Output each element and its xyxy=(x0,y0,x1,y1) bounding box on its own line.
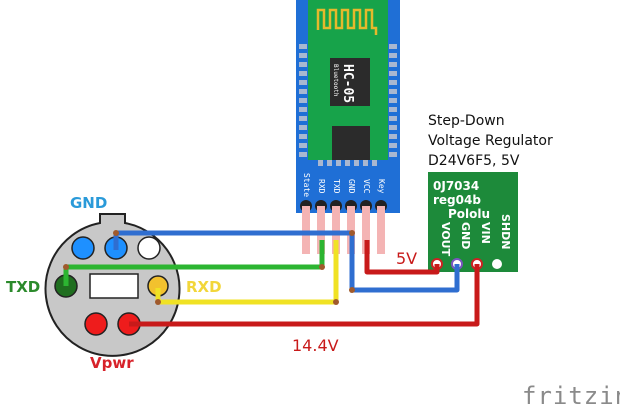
header-pin-leg xyxy=(332,206,340,254)
left-pads xyxy=(299,44,307,157)
connector-pin-gnd-1 xyxy=(71,236,95,260)
connector-pin-vpwr-1 xyxy=(84,312,108,336)
antenna-trace xyxy=(316,8,378,35)
connector-key xyxy=(89,273,139,299)
pad xyxy=(389,125,397,130)
pad xyxy=(354,160,359,166)
pad xyxy=(299,98,307,103)
label-14v: 14.4V xyxy=(292,336,339,355)
pad xyxy=(299,143,307,148)
pad xyxy=(299,116,307,121)
reg-pin-label-vin: VIN xyxy=(479,222,492,244)
bt-pin-label-rxd: RXD xyxy=(317,179,326,194)
header-pin-leg xyxy=(317,206,325,254)
right-pads xyxy=(389,44,397,157)
pad xyxy=(318,160,323,166)
bt-pin-label-state: State xyxy=(302,173,311,197)
bt-pin-label-gnd: GND xyxy=(347,179,356,194)
wire-joint xyxy=(63,264,69,270)
bt-pin-label-key: Key xyxy=(377,179,386,194)
pad xyxy=(345,160,350,166)
wire-joint xyxy=(319,264,325,270)
fritzing-watermark: fritzing xyxy=(522,382,620,410)
pad xyxy=(299,152,307,157)
pad xyxy=(299,107,307,112)
regulator-pcb xyxy=(428,172,518,272)
pad xyxy=(389,143,397,148)
pad xyxy=(299,134,307,139)
pad xyxy=(389,80,397,85)
pad xyxy=(389,152,397,157)
pad xyxy=(299,80,307,85)
bt-pin-label-txd: TXD xyxy=(332,179,341,194)
wire-joint xyxy=(113,230,119,236)
reg-pin-label-vout: VOUT xyxy=(439,222,452,257)
label-rxd: RXD xyxy=(186,278,222,296)
hc05-chip-2 xyxy=(332,126,370,160)
pad xyxy=(299,62,307,67)
hc05-module: HC-05 Bluetooth State RXD TXD GND VCC Ke… xyxy=(296,0,400,254)
pad xyxy=(389,71,397,76)
reg-pin-shdn xyxy=(492,259,502,269)
wire-14v xyxy=(129,264,480,327)
wire-joint xyxy=(333,299,339,305)
pad xyxy=(389,107,397,112)
wire-rxd xyxy=(155,240,339,305)
pad xyxy=(327,160,332,166)
regulator-module: 0J7034 reg04b Pololu VOUT GND VIN SHDN xyxy=(428,172,518,272)
pad xyxy=(389,44,397,49)
header-pin-leg xyxy=(347,206,355,254)
label-vpwr: Vpwr xyxy=(90,354,134,372)
reg-pin-label-shdn: SHDN xyxy=(499,214,512,249)
wire-joint xyxy=(349,287,355,293)
pad xyxy=(389,98,397,103)
regulator-title-line-3: D24V6F5, 5V xyxy=(428,153,520,169)
label-gnd: GND xyxy=(70,194,107,212)
header-pin-leg xyxy=(302,206,310,254)
hc05-header-pins xyxy=(300,200,387,254)
hc05-subtitle: Bluetooth xyxy=(332,64,339,97)
pad xyxy=(336,160,341,166)
pad xyxy=(372,160,377,166)
regulator-title-line-1: Step-Down xyxy=(428,113,505,129)
pad xyxy=(389,53,397,58)
pad xyxy=(299,71,307,76)
wire-5v xyxy=(364,240,440,275)
pad xyxy=(363,160,368,166)
pad xyxy=(389,134,397,139)
regulator-line-1: 0J7034 xyxy=(433,179,479,193)
wire-joint xyxy=(155,299,161,305)
hc05-name: HC-05 xyxy=(340,64,355,103)
regulator-line-2: reg04b xyxy=(433,193,481,207)
pad xyxy=(389,89,397,94)
bt-pin-label-vcc: VCC xyxy=(362,179,371,194)
pad xyxy=(299,44,307,49)
pad xyxy=(299,89,307,94)
pad xyxy=(389,116,397,121)
pad xyxy=(299,53,307,58)
header-pin-leg xyxy=(377,206,385,254)
reg-pin-label-gnd: GND xyxy=(459,222,472,249)
pad xyxy=(299,125,307,130)
bottom-pads xyxy=(318,160,377,166)
label-5v: 5V xyxy=(396,249,417,268)
pad xyxy=(389,62,397,67)
label-txd: TXD xyxy=(6,278,40,296)
header-pin-leg xyxy=(362,206,370,254)
regulator-line-3: Pololu xyxy=(448,207,490,221)
wire-txd xyxy=(63,240,325,286)
wires xyxy=(63,230,480,327)
connector-pin-nc xyxy=(137,236,161,260)
regulator-title-line-2: Voltage Regulator xyxy=(428,133,553,149)
wire-joint xyxy=(349,230,355,236)
hc05-chip xyxy=(330,58,370,106)
